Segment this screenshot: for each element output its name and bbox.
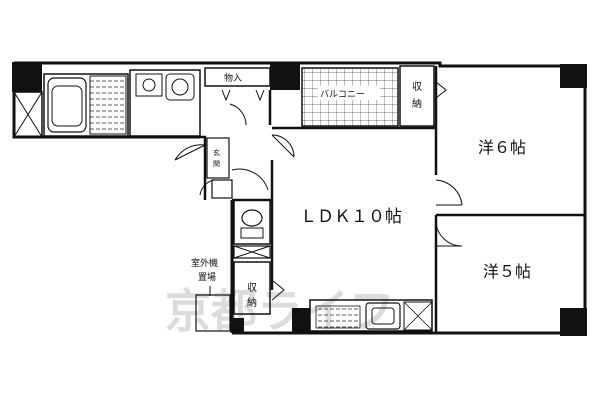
pillars bbox=[12, 62, 587, 336]
balcony-label: バルコニー bbox=[320, 89, 365, 100]
entrance bbox=[206, 137, 233, 199]
western5-label: 洋５帖 bbox=[483, 262, 531, 281]
watermark-text: 京都ライフ bbox=[165, 284, 395, 338]
ac-area-label-2: 置場 bbox=[198, 271, 216, 283]
interior-walls bbox=[200, 66, 585, 333]
ac-area-label-1: 室外機 bbox=[191, 257, 218, 269]
storage-top-label: 物入 bbox=[224, 72, 242, 84]
ac-area bbox=[195, 286, 231, 332]
toilet bbox=[233, 199, 271, 259]
closet-mid bbox=[233, 261, 285, 315]
closet-right-label-2: 納 bbox=[412, 97, 422, 110]
closet-mid-label-2: 納 bbox=[247, 296, 257, 309]
kitchen bbox=[309, 299, 433, 332]
bath-block bbox=[13, 69, 201, 138]
closet-mid-label-1: 収 bbox=[247, 282, 257, 294]
ldk-label: ＬＤＫ１０帖 bbox=[300, 207, 402, 227]
doors bbox=[174, 103, 463, 247]
entrance-label-2: 関 bbox=[213, 160, 220, 168]
western6-label: 洋６帖 bbox=[478, 138, 526, 157]
closet-right-label-1: 収 bbox=[412, 81, 422, 93]
storage-top bbox=[204, 67, 271, 102]
closet-right bbox=[399, 65, 447, 127]
balcony bbox=[301, 67, 399, 127]
entrance-label-1: 玄 bbox=[213, 148, 220, 157]
